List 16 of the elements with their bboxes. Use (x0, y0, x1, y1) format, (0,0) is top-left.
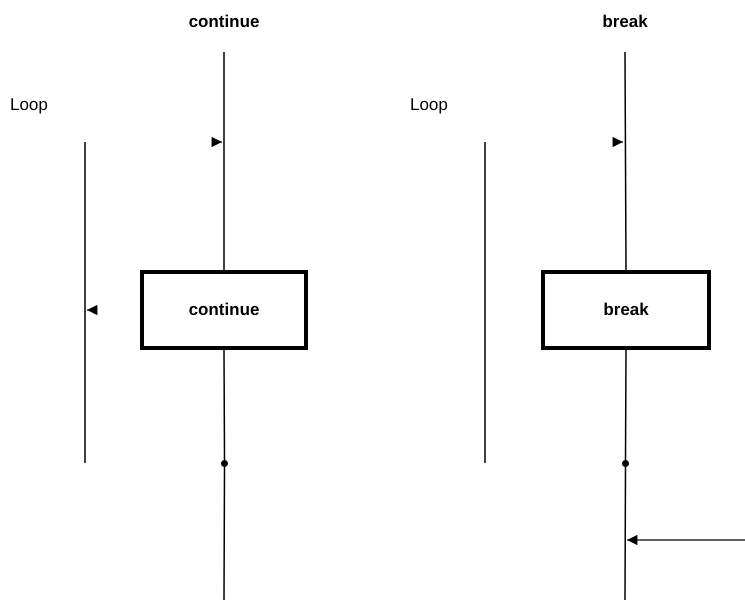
flow-line (223, 350, 226, 460)
statement-text: continue (188, 300, 260, 320)
flow-line (223, 467, 226, 600)
loop-label: Loop (410, 95, 448, 115)
junction-dot (622, 460, 629, 467)
column-heading: continue (188, 12, 260, 32)
column-heading: break (602, 12, 648, 32)
flow-line (624, 350, 627, 460)
loop-label: Loop (10, 95, 48, 115)
flow-line (223, 52, 225, 270)
statement-text: break (603, 300, 649, 320)
flow-line (624, 52, 627, 270)
junction-dot (221, 460, 228, 467)
statement-box (541, 270, 711, 350)
statement-box (140, 270, 308, 350)
flow-line (624, 467, 626, 600)
